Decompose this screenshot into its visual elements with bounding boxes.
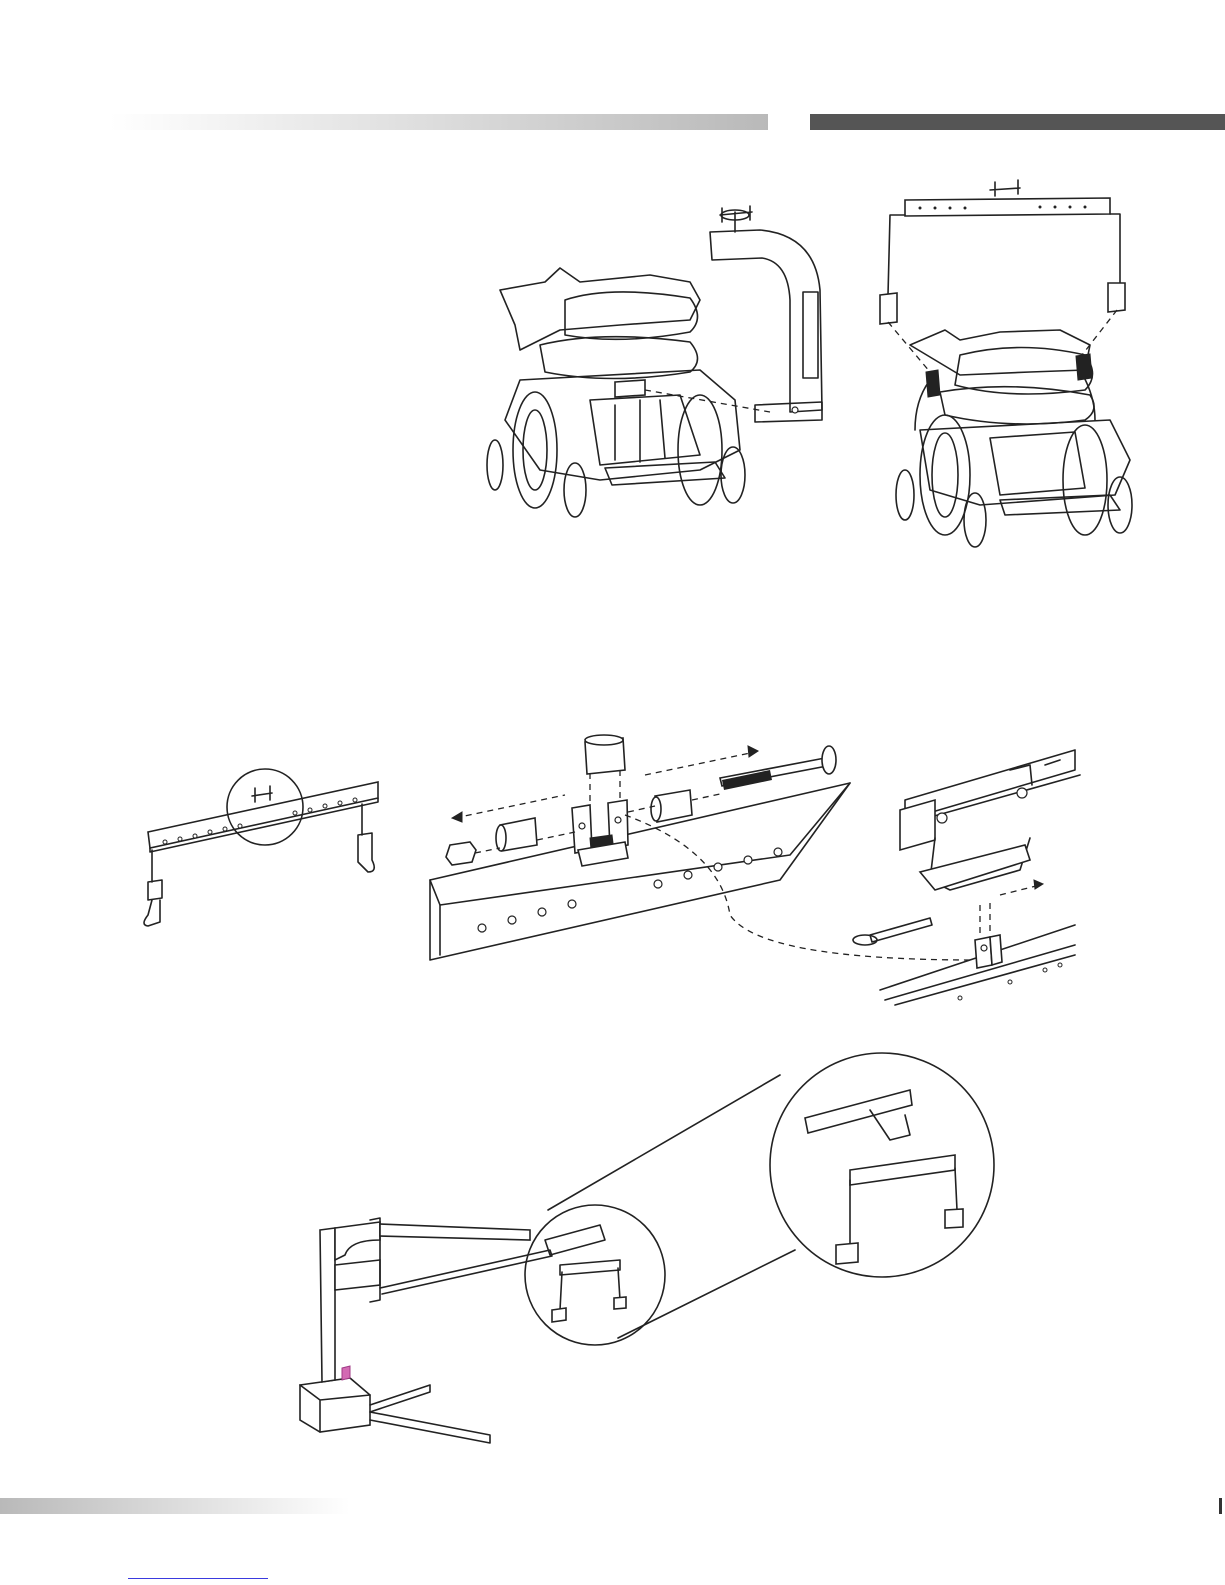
footer-gradient-bar xyxy=(0,1498,350,1514)
wheelchair-with-spreader-bar-illustration xyxy=(880,180,1132,547)
spreader-bar-illustration xyxy=(144,769,378,926)
wheelchair-with-c-bracket-illustration xyxy=(487,206,822,517)
lift-with-spreader-bar-illustration xyxy=(300,1053,994,1443)
bar-attachment-pin-illustration xyxy=(625,750,1080,1005)
swivel-hardware-exploded-illustration xyxy=(430,735,850,960)
footer-link-underline xyxy=(128,1578,268,1579)
page-edge-marker xyxy=(1219,1498,1222,1514)
